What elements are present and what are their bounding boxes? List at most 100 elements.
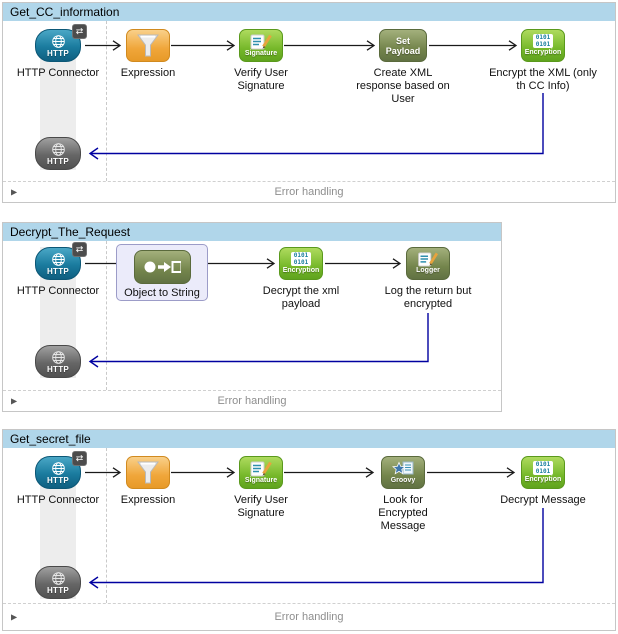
component-label: Object to String: [124, 287, 200, 299]
globe-icon: [51, 34, 65, 48]
encryption-icon-label: Encryption: [524, 49, 562, 56]
component-http-response[interactable]: HTTP: [35, 345, 81, 378]
encryption-icon-label: Encryption: [524, 476, 562, 483]
flow-title-bar[interactable]: Decrypt_The_Request: [3, 223, 501, 241]
component-groovy[interactable]: Groovy Look for Encrypted Message: [363, 456, 443, 533]
http-response-icon: HTTP: [35, 345, 81, 378]
flow-get-secret-file: Get_secret_file HTTP ⇄ HTTP Connector: [2, 429, 616, 631]
component-label: Encrypt the XML (only th CC Info): [489, 67, 597, 92]
globe-icon: [51, 350, 65, 364]
component-label: HTTP Connector: [16, 285, 100, 297]
signature-icon-label: Signature: [244, 476, 278, 484]
http-response-icon: HTTP: [35, 566, 81, 599]
http-connector-icon: HTTP ⇄: [35, 24, 87, 62]
component-expression[interactable]: Expression: [103, 29, 193, 80]
expand-triangle-icon[interactable]: ▶: [11, 396, 18, 406]
http-icon-label: HTTP: [46, 266, 70, 276]
http-icon-label: HTTP: [46, 364, 70, 374]
set-payload-icon: Set Payload: [379, 29, 427, 62]
component-label: Expression: [120, 494, 176, 506]
flow-title: Get_secret_file: [10, 432, 91, 446]
two-way-badge-icon: ⇄: [72, 242, 87, 257]
error-handling-label: Error handling: [274, 186, 344, 198]
component-label: Verify User Signature: [234, 67, 288, 92]
component-label: HTTP Connector: [16, 67, 100, 79]
document-pencil-icon: [250, 461, 272, 476]
expression-icon: [126, 29, 170, 62]
logger-icon: Logger: [406, 247, 450, 280]
globe-icon: [51, 252, 65, 266]
funnel-icon: [137, 461, 159, 483]
funnel-icon: [137, 34, 159, 56]
flow-canvas[interactable]: HTTP ⇄ HTTP Connector Object to String 0…: [3, 241, 501, 390]
component-http-response[interactable]: HTTP: [35, 566, 81, 599]
set-payload-icon-label-1: Set: [395, 35, 410, 46]
groovy-icon-label: Groovy: [390, 476, 416, 484]
globe-icon: [51, 461, 65, 475]
component-label: HTTP Connector: [16, 494, 100, 506]
signature-icon: Signature: [239, 456, 283, 489]
globe-icon: [51, 142, 65, 156]
http-icon-label: HTTP: [46, 156, 70, 166]
expression-icon: [126, 456, 170, 489]
encryption-icon-label: Encryption: [282, 267, 320, 274]
error-handling-label: Error handling: [217, 395, 287, 407]
flow-title: Decrypt_The_Request: [10, 225, 131, 239]
http-icon-label: HTTP: [46, 475, 70, 485]
component-expression[interactable]: Expression: [103, 456, 193, 507]
document-pencil-icon: [250, 34, 272, 49]
component-label: Create XML response based on User: [356, 67, 450, 105]
component-label: Decrypt the xml payload: [262, 285, 340, 310]
http-icon-label: HTTP: [46, 585, 70, 595]
error-handling-bar[interactable]: ▶ Error handling: [3, 603, 615, 630]
globe-icon: [51, 571, 65, 585]
component-label: Look for Encrypted Message: [378, 494, 428, 532]
component-verify-user-signature[interactable]: Signature Verify User Signature: [219, 456, 303, 520]
error-handling-label: Error handling: [274, 611, 344, 623]
expand-triangle-icon[interactable]: ▶: [11, 187, 18, 197]
two-way-badge-icon: ⇄: [72, 24, 87, 39]
http-connector-icon: HTTP ⇄: [35, 451, 87, 489]
signature-icon: Signature: [239, 29, 283, 62]
component-http-connector[interactable]: HTTP ⇄ HTTP Connector: [3, 242, 113, 298]
star-document-icon: [391, 460, 413, 475]
component-http-connector[interactable]: HTTP ⇄ HTTP Connector: [3, 24, 113, 80]
component-label: Decrypt Message: [500, 494, 586, 506]
component-verify-user-signature[interactable]: Signature Verify User Signature: [219, 29, 303, 93]
component-http-connector[interactable]: HTTP ⇄ HTTP Connector: [3, 451, 113, 507]
component-http-response[interactable]: HTTP: [35, 137, 81, 170]
expand-triangle-icon[interactable]: ▶: [11, 612, 18, 622]
flow-canvas[interactable]: HTTP ⇄ HTTP Connector Expression Signatu…: [3, 448, 615, 603]
logger-icon-label: Logger: [416, 267, 440, 274]
flow-title-bar[interactable]: Get_secret_file: [3, 430, 615, 448]
return-flow-arrow: [88, 508, 544, 589]
component-logger[interactable]: Logger Log the return but encrypted: [369, 247, 487, 311]
component-label: Log the return but encrypted: [384, 285, 472, 310]
http-response-icon: HTTP: [35, 137, 81, 170]
component-label: Verify User Signature: [234, 494, 288, 519]
http-connector-icon: HTTP ⇄: [35, 242, 87, 280]
error-handling-bar[interactable]: ▶ Error handling: [3, 390, 501, 411]
flow-title-bar[interactable]: Get_CC_information: [3, 3, 615, 21]
flow-canvas[interactable]: HTTP ⇄ HTTP Connector Expression Signatu…: [3, 21, 615, 181]
flow-decrypt-the-request: Decrypt_The_Request HTTP ⇄ HTTP Connecto…: [2, 222, 502, 412]
object-to-string-icon: [133, 250, 191, 284]
component-object-to-string-selected[interactable]: Object to String: [116, 244, 208, 301]
error-handling-bar[interactable]: ▶ Error handling: [3, 181, 615, 202]
groovy-icon: Groovy: [381, 456, 425, 489]
circle-arrow-square-icon: [144, 261, 181, 273]
component-label: Expression: [120, 67, 176, 79]
set-payload-icon-label-2: Payload: [385, 45, 421, 56]
return-flow-arrow: [88, 313, 429, 368]
flow-title: Get_CC_information: [10, 5, 120, 19]
component-set-payload[interactable]: Set Payload Create XML response based on…: [353, 29, 453, 106]
document-pencil-icon: [418, 252, 439, 267]
return-flow-arrow: [88, 93, 544, 160]
